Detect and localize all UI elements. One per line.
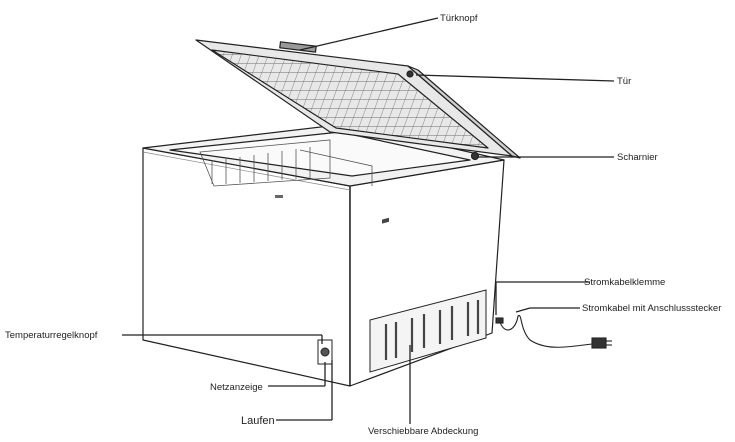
sliding-cover[interactable] (369, 217, 487, 373)
brand-badge (275, 195, 283, 198)
power-plug (591, 337, 607, 349)
cable-clamp (495, 317, 504, 324)
control-panel (317, 339, 333, 365)
label-door: Tür (617, 76, 631, 87)
lid-inner-panel (211, 49, 489, 149)
label-power-indicator: Netzanzeige (210, 382, 263, 393)
door-knob-handle[interactable] (279, 41, 317, 53)
hinge-icon (470, 151, 480, 161)
door-catch-icon (406, 70, 414, 78)
label-running: Laufen (241, 415, 275, 427)
label-temp-knob: Temperaturregelknopf (5, 330, 98, 341)
temperature-knob[interactable] (320, 347, 330, 357)
storage-basket (199, 139, 373, 187)
cabinet-opening (169, 131, 471, 177)
power-cable (495, 314, 612, 349)
lid-edge (407, 65, 521, 159)
label-power-cable: Stromkabel mit Anschlussstecker (582, 303, 721, 314)
label-door-knob: Türknopf (440, 13, 478, 24)
label-sliding-cover: Verschiebbare Abdeckung (368, 426, 478, 437)
label-hinge: Scharnier (617, 152, 658, 163)
freezer-lid (195, 39, 521, 161)
label-cable-clamp: Stromkabelklemme (584, 277, 665, 288)
leader-lines (122, 17, 615, 424)
